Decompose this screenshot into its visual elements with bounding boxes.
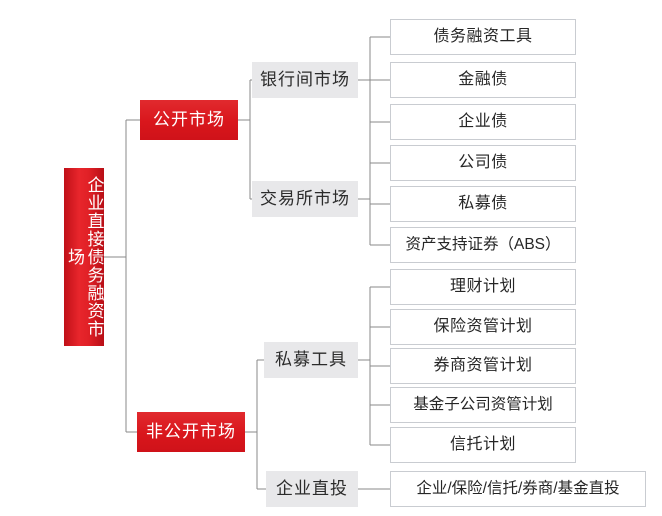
node-private-placement-tools[interactable]: 私募工具 [264,342,358,378]
leaf-debt-financing-instrument[interactable]: 债务融资工具 [390,19,576,55]
leaf-fund-subsidiary-asset-management-plan[interactable]: 基金子公司资管计划 [390,387,576,423]
leaf-enterprise-bond[interactable]: 企业债 [390,104,576,140]
root-node-enterprise-direct-debt-financing-market[interactable]: 企业直接债务融资市场 [64,168,104,346]
leaf-corporate-bond[interactable]: 公司债 [390,145,576,181]
node-exchange-market[interactable]: 交易所市场 [252,181,358,217]
node-corporate-direct-investment[interactable]: 企业直投 [266,471,358,507]
leaf-insurance-asset-management-plan[interactable]: 保险资管计划 [390,309,576,345]
leaf-direct-investment-entities[interactable]: 企业/保险/信托/券商/基金直投 [390,471,646,507]
leaf-financial-bond[interactable]: 金融债 [390,62,576,98]
node-interbank-market[interactable]: 银行间市场 [252,62,358,98]
leaf-securities-asset-management-plan[interactable]: 券商资管计划 [390,348,576,384]
leaf-trust-plan[interactable]: 信托计划 [390,427,576,463]
leaf-wealth-management-plan[interactable]: 理财计划 [390,269,576,305]
leaf-private-placement-bond[interactable]: 私募债 [390,186,576,222]
node-non-public-market[interactable]: 非公开市场 [137,412,245,452]
node-public-market[interactable]: 公开市场 [140,100,238,140]
leaf-asset-backed-securities[interactable]: 资产支持证券（ABS） [390,227,576,263]
